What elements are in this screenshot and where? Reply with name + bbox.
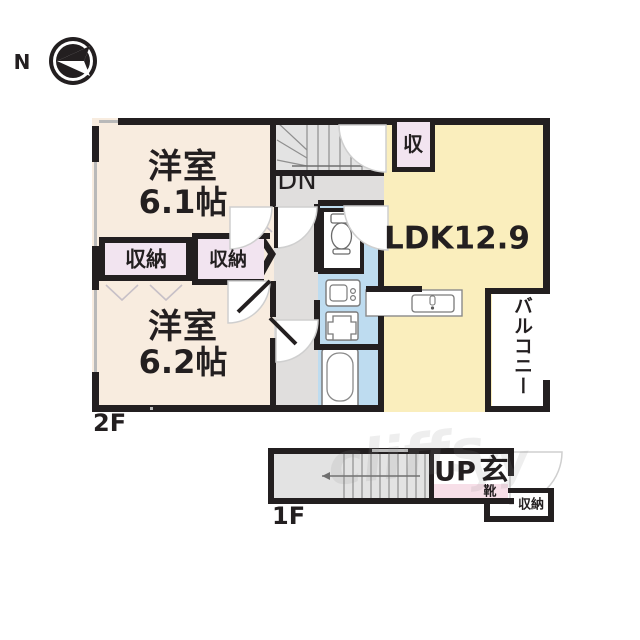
stairs-up-label: UP	[434, 456, 476, 488]
closet-entry-label: 収納	[517, 497, 545, 513]
shoe-box-label: 靴	[483, 484, 497, 500]
stair-direction-arrow-1f	[322, 472, 420, 480]
bedroom-top-name: 洋室	[148, 147, 218, 187]
stairs-down-label: DN	[277, 166, 317, 196]
floor-label-1f: 1F	[272, 502, 306, 530]
closet-upper-label: 収	[403, 132, 423, 156]
closet-left-fill	[105, 243, 186, 275]
balcony-label: バルコニー	[510, 296, 533, 396]
bedroom-bottom-name: 洋室	[148, 307, 218, 347]
shoe-box-fill	[430, 484, 508, 500]
entrance-label: 玄	[479, 452, 509, 487]
bathtub-fixture-icon	[321, 347, 359, 411]
washing-machine-pan-icon	[325, 311, 359, 341]
watermark: cliffs yy	[324, 415, 532, 499]
compass-rose	[49, 37, 97, 85]
compass-north-label: N	[13, 50, 31, 74]
ldk-label: LDK12.9	[384, 220, 530, 257]
svg-text:cliffs: cliffs	[324, 415, 487, 499]
closet-upper-outline	[392, 122, 435, 172]
bedroom-top-size: 6.1帖	[138, 183, 228, 221]
closet-entry-fill	[514, 493, 548, 516]
walls-1f	[268, 448, 554, 522]
svg-text:yy: yy	[466, 433, 533, 493]
kitchen-counter	[365, 289, 463, 317]
door-leaves	[236, 207, 298, 346]
first-floor-plan	[268, 448, 563, 522]
window-marks-2f	[150, 407, 153, 410]
closet-left-label: 収納	[125, 247, 167, 272]
floor-label-2f: 2F	[93, 409, 127, 437]
closet-upper-fill	[396, 122, 432, 170]
closet-right-label: 収納	[208, 248, 248, 271]
bedroom-bottom-size: 6.2帖	[138, 343, 228, 381]
balcony-area	[492, 288, 550, 412]
second-floor-plan	[92, 118, 550, 412]
washbasin-fixture-icon	[325, 279, 361, 307]
